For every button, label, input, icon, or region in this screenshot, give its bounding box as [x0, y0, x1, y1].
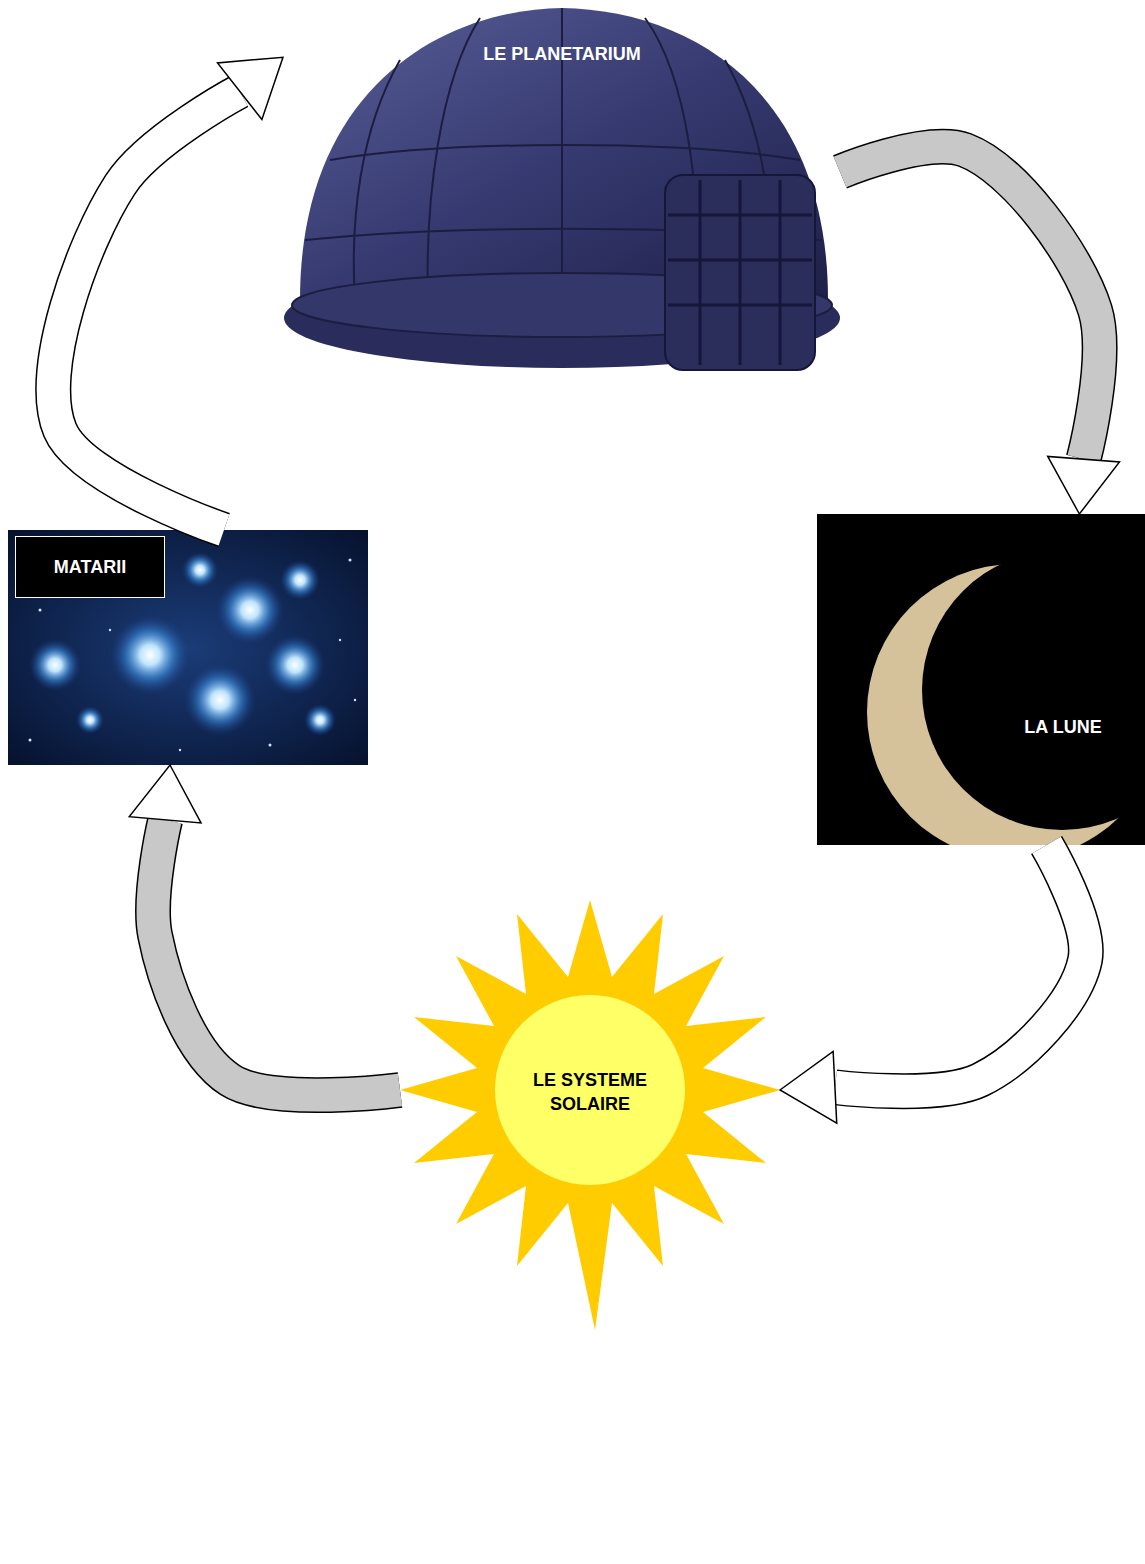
sun-node: LE SYSTEME SOLAIRE	[400, 900, 780, 1280]
arrow-outline	[835, 845, 1086, 1091]
node-label: MATARII	[15, 536, 165, 598]
pleiades-node: MATARII	[8, 530, 368, 765]
planetarium-node: LE PLANETARIUM	[283, 0, 840, 382]
node-label: LE PLANETARIUM	[442, 40, 682, 68]
arrow-head	[218, 57, 283, 119]
arrow-body	[153, 820, 400, 1095]
arrow-outline	[840, 147, 1100, 460]
pleiades-photo	[8, 530, 368, 765]
arrow-head	[1048, 456, 1120, 514]
moon-node: LA LUNE	[817, 514, 1145, 845]
arrow-outline	[153, 820, 400, 1095]
curved-arrow	[129, 765, 400, 1095]
node-label: LE SYSTEME SOLAIRE	[520, 1066, 660, 1119]
curved-arrow	[840, 147, 1119, 514]
sun-shape	[400, 900, 780, 1330]
arrow-head	[780, 1051, 837, 1123]
arrow-outline	[53, 91, 239, 530]
curved-arrow	[780, 845, 1086, 1123]
arrow-body	[835, 845, 1086, 1091]
curved-arrow	[53, 57, 283, 530]
arrow-head	[129, 765, 201, 823]
node-label: LA LUNE	[1003, 713, 1123, 741]
arrow-body	[53, 91, 239, 530]
planetarium-dome	[284, 8, 840, 370]
moon-photo	[817, 514, 1145, 860]
arrow-body	[840, 147, 1100, 460]
